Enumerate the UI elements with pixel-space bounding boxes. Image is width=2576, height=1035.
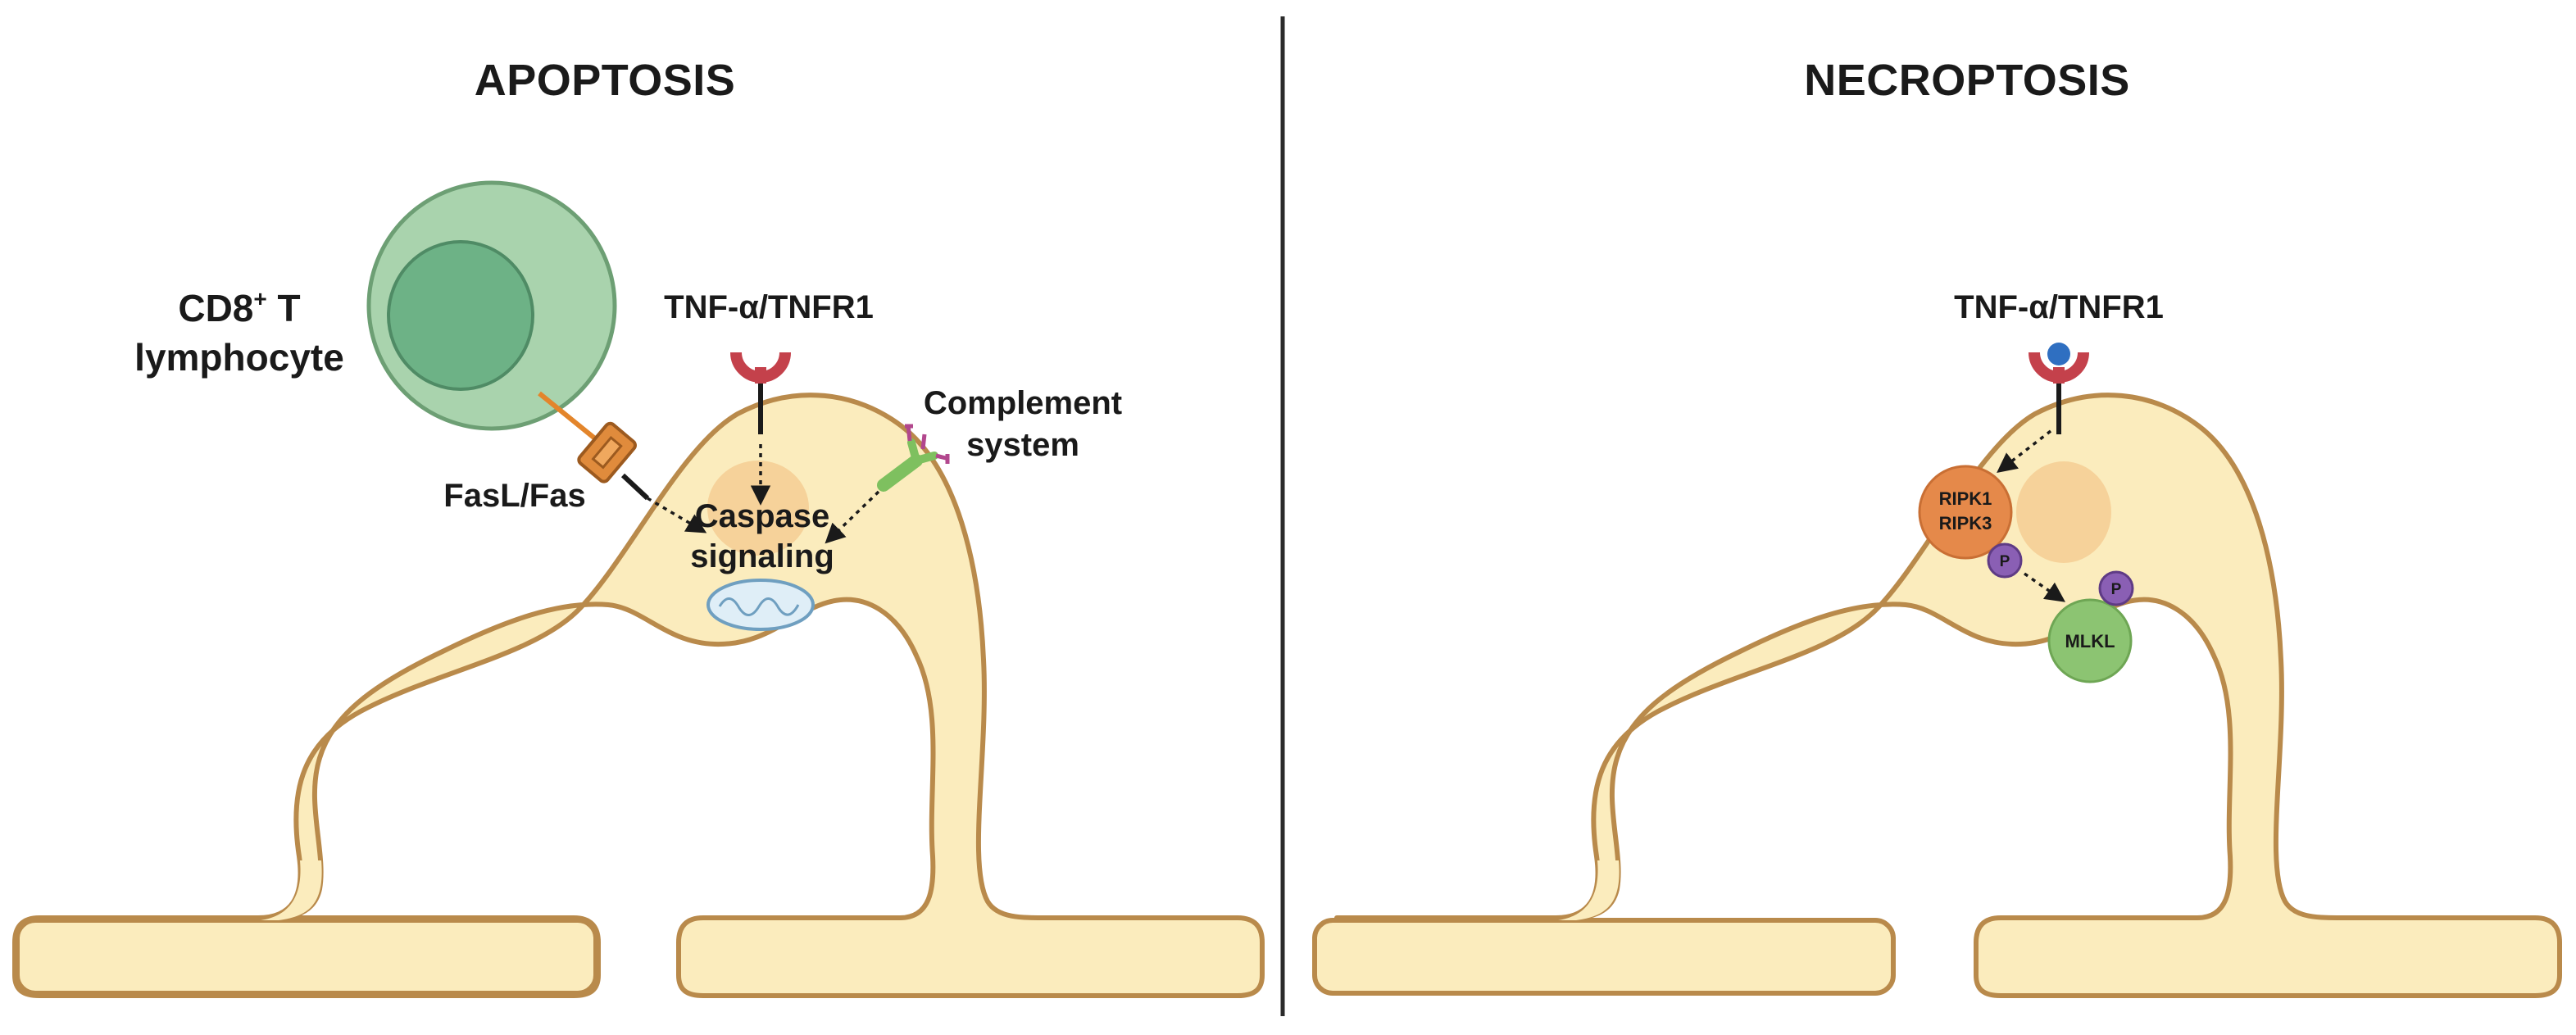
arrow-ripk-to-mlkl [2024, 572, 2066, 602]
apoptosis-nucleus [707, 461, 809, 556]
mlkl-label: MLKL [2065, 631, 2115, 651]
arrow-complement-to-caspase [825, 490, 880, 544]
phospho-ripk-label: P [2000, 553, 2010, 570]
complement-label: Complement [924, 385, 1122, 421]
tnf-label: TNF-α/TNFR1 [664, 289, 874, 325]
arrow-tnfr-to-ripk [1997, 429, 2052, 473]
apoptosis-cell-body [12, 393, 1265, 998]
ripk1-label: RIPK1 [1939, 488, 1992, 509]
necroptosis-panel: NECROPTOSIS RIPK1 RIPK3 P MLKL P [1312, 56, 2562, 998]
necroptosis-tnf-label: TNF-α/TNFR1 [1954, 289, 2164, 325]
necroptosis-cell-body [1312, 393, 2562, 998]
phospho-ripk [1987, 542, 2023, 579]
caspase-label: Caspase [695, 498, 830, 534]
necroptosis-title: NECROPTOSIS [1804, 56, 2130, 105]
arrow-fas-to-caspase [647, 497, 707, 533]
tcell-label-line2: lymphocyte [134, 336, 344, 379]
mlkl [2047, 598, 2133, 683]
tnfr1-receptor-icon [730, 352, 791, 434]
phospho-mlkl [2098, 570, 2134, 606]
apoptosis-title: APOPTOSIS [475, 56, 736, 105]
fasl-fas-receptor-icon [538, 391, 650, 501]
tnfr1-receptor-with-ligand-icon [2029, 343, 2089, 434]
mitochondrion-icon [706, 579, 815, 631]
necroptosis-nucleus [2016, 461, 2111, 563]
caspase-label-line2: signaling [690, 538, 834, 574]
complement-label-line2: system [966, 427, 1079, 463]
ripk-complex [1918, 465, 2013, 560]
complement-complex-icon [877, 424, 950, 492]
fas-label: FasL/Fas [443, 478, 585, 514]
tcell-label: CD8+ T [178, 286, 300, 329]
ripk3-label: RIPK3 [1939, 513, 1992, 533]
cd8-t-cell [366, 180, 617, 431]
phospho-mlkl-label: P [2111, 581, 2122, 598]
apoptosis-panel: APOPTOSIS [12, 56, 1265, 998]
